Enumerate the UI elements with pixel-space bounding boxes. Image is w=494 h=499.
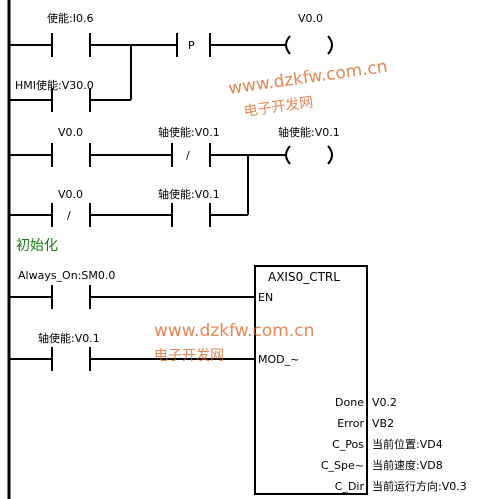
output-cspe-pin: C_Spe~: [321, 459, 364, 472]
output-done-pin: Done: [335, 396, 364, 409]
contact-axis-enable-label: 轴使能:V0.1: [38, 331, 100, 345]
network-2: V0.0 / 轴使能:V0.1 轴使能:V0.1 / V0.0 轴使能:V0.1: [9, 125, 340, 227]
output-cdir-pin: C_Dir: [335, 480, 365, 493]
output-done: Done V0.2: [335, 396, 397, 409]
contact-axis-enable[interactable]: 轴使能:V0.1: [38, 331, 100, 371]
contact-always-on-label: Always_On:SM0.0: [18, 269, 115, 282]
contact-enable[interactable]: 使能:I0.6: [47, 11, 93, 57]
watermark-top-cn: 电子开发网: [243, 94, 315, 120]
output-cpos: C_Pos 当前位置:VD4: [332, 437, 443, 451]
contact-v00-a-label: V0.0: [58, 126, 83, 139]
contact-v00-a[interactable]: V0.0: [51, 126, 91, 167]
watermark-mid-cn: 电子开发网: [154, 348, 224, 364]
output-error-pin: Error: [337, 417, 364, 430]
nc-contact-v00-b[interactable]: / V0.0: [51, 188, 91, 227]
contact-hmi-label: HMI使能:V30.0: [15, 78, 94, 92]
output-error: Error VB2: [337, 417, 394, 430]
coil-axis-label: 轴使能:V0.1: [278, 125, 340, 139]
watermark-top: www.dzkfw.com.cn 电子开发网: [227, 57, 389, 120]
output-cpos-value: 当前位置:VD4: [372, 437, 443, 451]
network-3: 初始化 Always_On:SM0.0 轴使能:V0.1 AXIS0_CTRL …: [9, 237, 467, 495]
contact-hmi[interactable]: HMI使能:V30.0: [15, 78, 94, 112]
contact-v00-b-label: V0.0: [58, 188, 83, 201]
coil-v00[interactable]: V0.0: [285, 12, 333, 55]
watermark-mid-url: www.dzkfw.com.cn: [154, 321, 314, 341]
output-cdir-value: 当前运行方向:V0.3: [372, 479, 467, 493]
positive-transition-contact[interactable]: P: [176, 33, 211, 57]
contact-axis-b[interactable]: 轴使能:V0.1: [158, 187, 220, 227]
watermark-mid: www.dzkfw.com.cn 电子开发网: [154, 321, 314, 364]
nc-contact-axis-a[interactable]: / 轴使能:V0.1: [158, 125, 220, 167]
contact-axis-b-label: 轴使能:V0.1: [158, 187, 220, 201]
output-done-value: V0.2: [372, 396, 397, 409]
output-error-value: VB2: [372, 417, 394, 430]
output-cdir: C_Dir 当前运行方向:V0.3: [335, 479, 467, 493]
contact-axis-a-label: 轴使能:V0.1: [158, 125, 220, 139]
block-input-mod: MOD_~: [258, 353, 299, 366]
nc-contact-v00-b-slash: /: [67, 209, 71, 222]
nc-contact-axis-a-slash: /: [186, 149, 190, 162]
contact-enable-label: 使能:I0.6: [47, 11, 93, 25]
contact-always-on[interactable]: Always_On:SM0.0: [18, 269, 115, 309]
axis0-ctrl-block[interactable]: AXIS0_CTRL EN MOD_~ Done V0.2 Error VB2 …: [254, 265, 467, 495]
network-3-title: 初始化: [16, 237, 58, 254]
output-cspe-value: 当前速度:VD8: [372, 458, 443, 472]
network-1: 使能:I0.6 HMI使能:V30.0 P V0.0: [9, 11, 333, 112]
output-cspe: C_Spe~ 当前速度:VD8: [321, 458, 443, 472]
p-label: P: [188, 39, 195, 52]
watermark-top-url: www.dzkfw.com.cn: [227, 57, 389, 99]
coil-v00-label: V0.0: [298, 12, 323, 25]
output-cpos-pin: C_Pos: [332, 438, 364, 451]
block-name: AXIS0_CTRL: [268, 270, 340, 284]
coil-axis[interactable]: 轴使能:V0.1: [278, 125, 340, 165]
block-input-en: EN: [258, 291, 273, 304]
